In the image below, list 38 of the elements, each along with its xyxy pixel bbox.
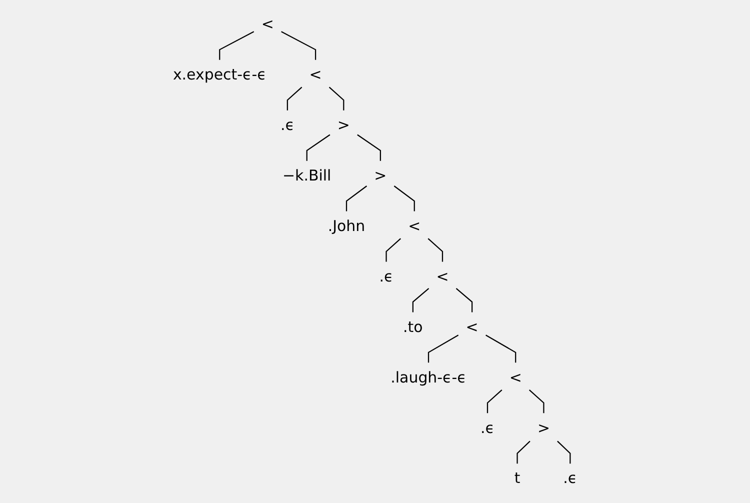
node-text: <: [261, 15, 274, 33]
connector: [394, 186, 415, 212]
connector: [428, 238, 443, 262]
connector: [528, 390, 544, 414]
connector: [346, 186, 367, 212]
node-text: <: [509, 368, 522, 386]
connector: [412, 288, 430, 312]
connector: [286, 86, 302, 110]
node-text: .ϵ: [480, 418, 494, 437]
connector: [428, 334, 459, 363]
connector: [306, 134, 330, 161]
node-text: >: [374, 166, 387, 184]
connector: [386, 238, 401, 262]
connector: [557, 440, 571, 464]
connector: [485, 334, 516, 363]
node-text: >: [537, 418, 550, 437]
connector: [357, 134, 381, 161]
node-text: <: [436, 267, 449, 286]
node-text: <: [466, 318, 478, 336]
connector: [328, 86, 344, 110]
node-text: .ϵ: [563, 469, 578, 487]
node-text: .to: [402, 318, 423, 336]
connector: [516, 440, 530, 464]
connector: [486, 390, 502, 414]
node-text: >: [337, 116, 350, 134]
connector: [281, 31, 316, 60]
node-text: .ϵ: [280, 116, 294, 134]
connector: [219, 31, 254, 60]
node-text: x.expect-ϵ-ϵ: [172, 66, 266, 84]
node-text: .ϵ: [379, 267, 394, 286]
connector: [456, 288, 473, 312]
tree-diagram: < x.expect-ϵ-ϵ < .ϵ > −k.Bill > .John < .ϵ < .to < .laugh-ϵ-ϵ < .ϵ > t .ϵ: [158, 2, 592, 501]
node-text: .laugh-ϵ-ϵ: [390, 368, 466, 386]
node-text: −k.Bill: [282, 166, 332, 184]
node-text: t: [514, 469, 520, 487]
node-text: <: [408, 216, 421, 235]
node-text: .John: [328, 216, 366, 235]
node-text: <: [309, 66, 322, 84]
